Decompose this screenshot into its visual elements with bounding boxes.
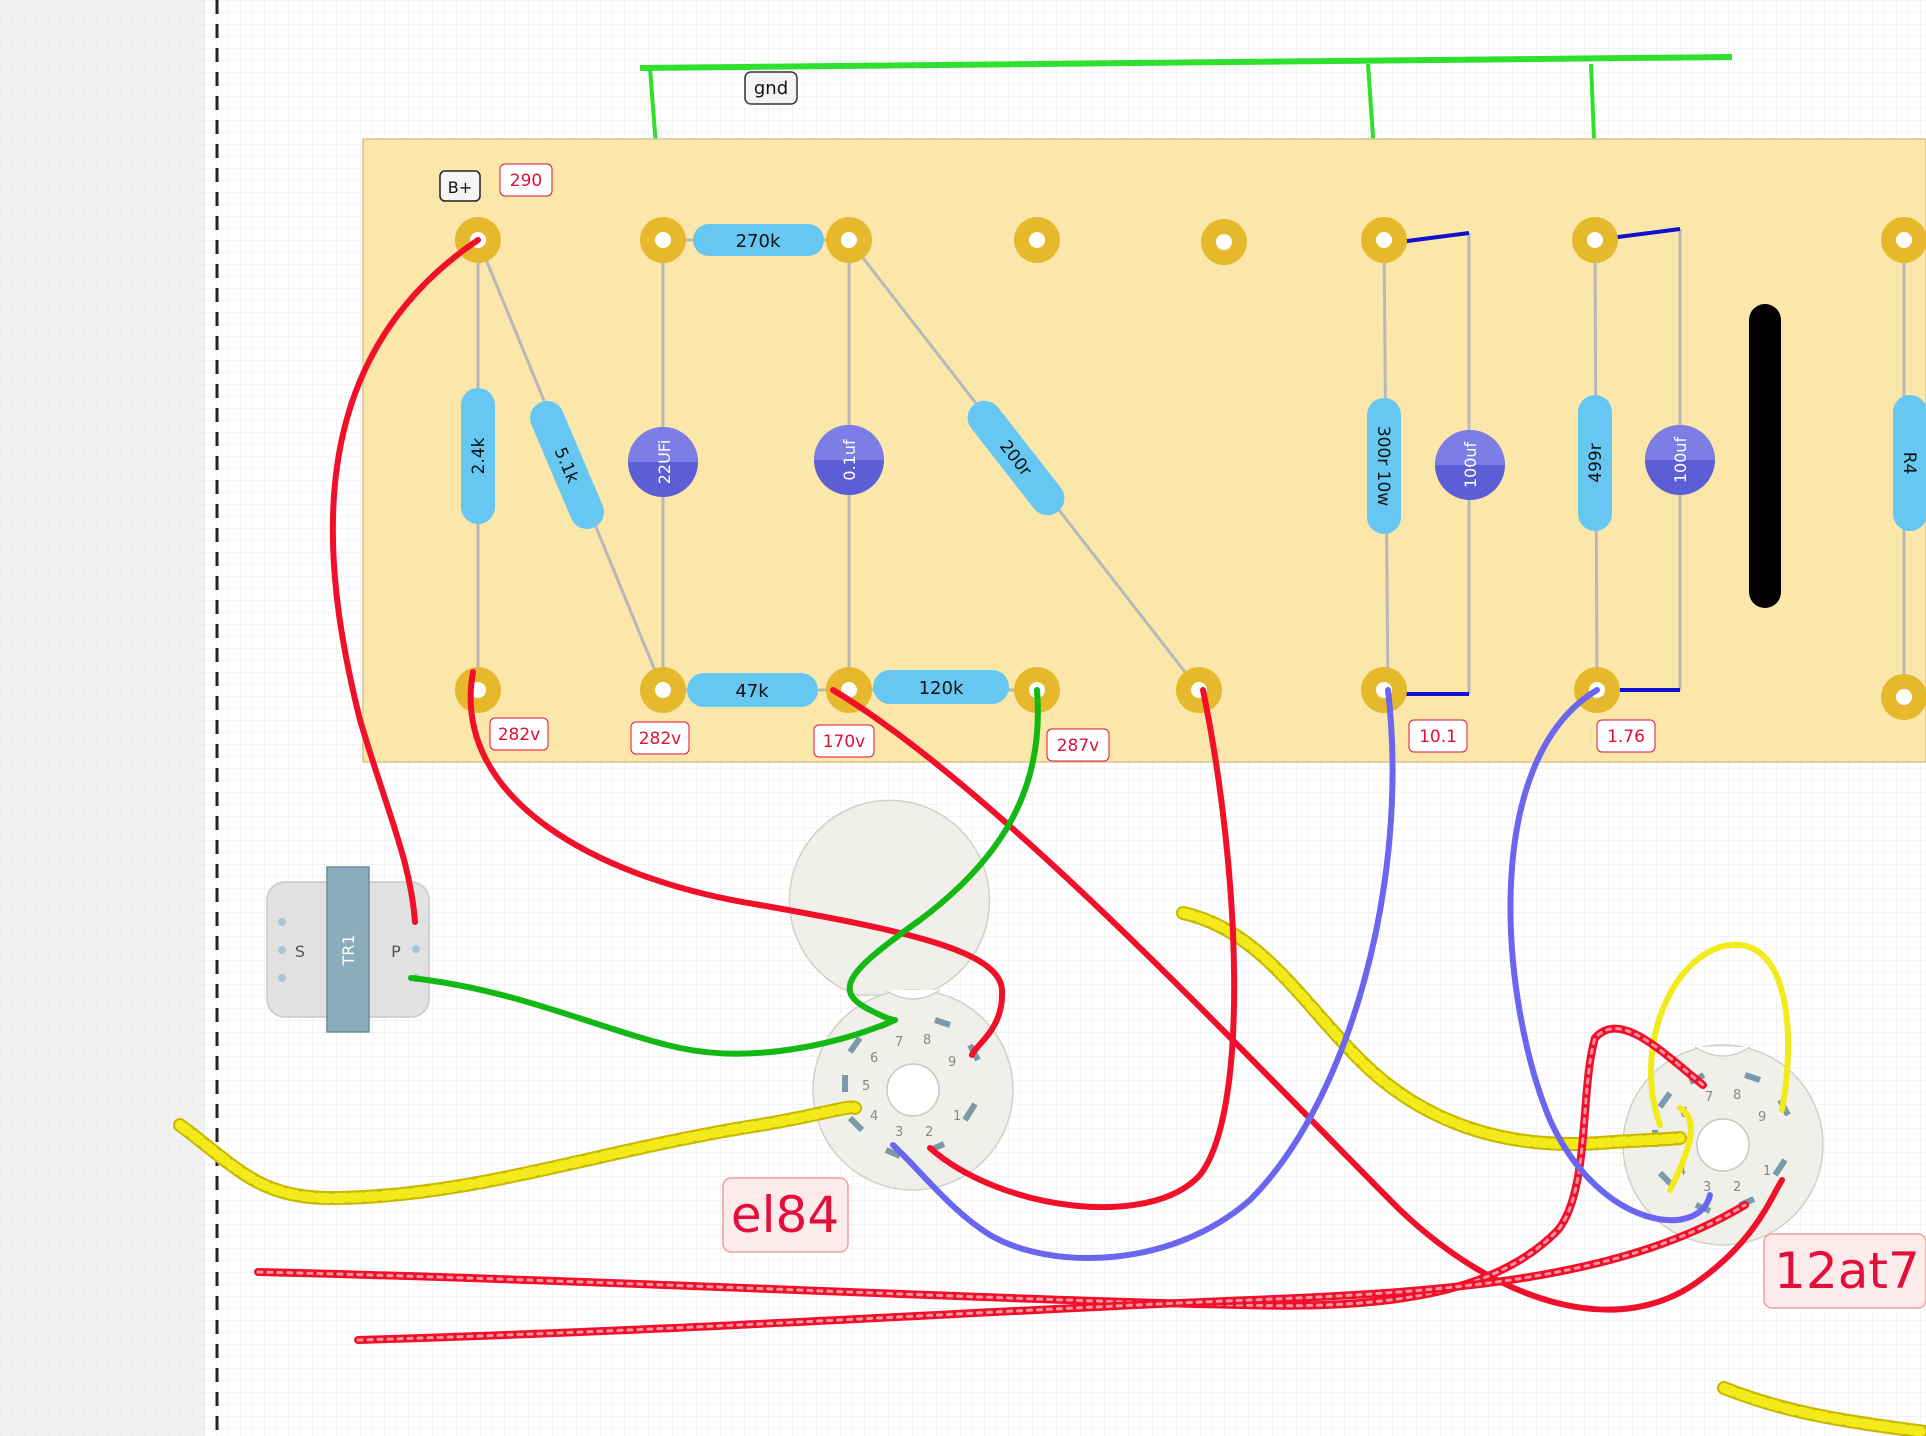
svg-text:282v: 282v [498, 725, 541, 745]
svg-text:1.76: 1.76 [1607, 727, 1645, 747]
svg-text:290: 290 [510, 171, 542, 191]
svg-text:100uf: 100uf [1671, 436, 1690, 483]
wire-282v-to-el84[interactable] [467, 669, 1006, 1058]
heater-pair-left[interactable] [173, 1100, 862, 1206]
voltage-287v: 287v [1046, 728, 1110, 762]
primary-label: P [391, 942, 401, 961]
turret[interactable] [1361, 667, 1407, 713]
svg-text:300r 10w: 300r 10w [1373, 426, 1393, 506]
svg-text:170v: 170v [823, 732, 866, 752]
wire-bplus-to-primary[interactable] [329, 237, 481, 925]
red-signal-wires[interactable] [254, 1024, 1749, 1344]
turret-row-top[interactable] [455, 217, 1926, 265]
el84-label: el84 [722, 1177, 849, 1253]
svg-text:4: 4 [1678, 1164, 1686, 1179]
svg-text:2.4k: 2.4k [469, 437, 489, 474]
svg-text:9: 9 [948, 1055, 956, 1070]
svg-text:6: 6 [870, 1051, 878, 1066]
wire-200r-to-el84[interactable] [927, 687, 1238, 1211]
blue-wires[interactable] [890, 687, 1713, 1261]
svg-text:9: 9 [1758, 1110, 1766, 1125]
voltage-282v-b: 282v [630, 721, 690, 755]
capacitor-100uf-a[interactable]: 100uf [1435, 430, 1505, 500]
voltage-170v: 170v [813, 724, 875, 758]
svg-text:120k: 120k [919, 678, 964, 699]
svg-text:282v: 282v [639, 729, 682, 749]
svg-text:gnd: gnd [754, 78, 788, 99]
turret[interactable] [640, 667, 686, 713]
turret[interactable] [1572, 217, 1618, 263]
green-wires[interactable] [408, 687, 1041, 1057]
svg-text:47k: 47k [735, 681, 769, 702]
voltage-282v-a: 282v [489, 717, 549, 751]
wire-primary-to-el84[interactable] [408, 975, 898, 1057]
12at7-label: 12at7 [1763, 1233, 1926, 1309]
svg-text:22UFi: 22UFi [655, 440, 674, 485]
turret[interactable] [1176, 667, 1222, 713]
heater-pair-middle[interactable] [1176, 906, 1687, 1151]
capacitor-0-1uf[interactable]: 0.1uf [814, 425, 884, 495]
resistor-r4[interactable]: R4 [1893, 395, 1926, 531]
turret[interactable] [1881, 674, 1926, 720]
svg-text:2: 2 [925, 1125, 933, 1140]
voltage-1-76: 1.76 [1596, 719, 1656, 753]
capacitor-22uf[interactable]: 22UFi [628, 427, 698, 497]
resistor-300r-10w[interactable]: 300r 10w [1367, 398, 1401, 534]
svg-text:5: 5 [862, 1079, 870, 1094]
resistor-270k[interactable]: 270k [693, 224, 824, 256]
wire-170v-to-12at7[interactable] [830, 687, 1785, 1313]
secondary-label: S [295, 942, 305, 961]
svg-text:4: 4 [870, 1109, 878, 1124]
voltage-290: 290 [499, 163, 553, 197]
resistor-499r[interactable]: 499r [1578, 395, 1612, 531]
svg-text:100uf: 100uf [1461, 441, 1480, 488]
turret[interactable] [1361, 217, 1407, 263]
heater-jumper[interactable] [1667, 1105, 1694, 1193]
heater-pair-bottom[interactable] [1717, 1381, 1926, 1436]
svg-text:R4: R4 [1899, 452, 1919, 475]
svg-text:8: 8 [923, 1033, 931, 1048]
svg-text:7: 7 [895, 1035, 903, 1050]
svg-text:3: 3 [895, 1125, 903, 1140]
resistor-47k[interactable]: 47k [687, 673, 818, 707]
turret[interactable] [1014, 217, 1060, 263]
resistor-120k[interactable]: 120k [873, 670, 1009, 704]
svg-text:10.1: 10.1 [1419, 727, 1457, 747]
svg-text:el84: el84 [731, 1186, 839, 1244]
output-transformer[interactable]: TR1 S P [266, 866, 430, 1033]
svg-text:270k: 270k [736, 231, 781, 252]
red-wires[interactable] [329, 237, 1785, 1313]
svg-text:287v: 287v [1057, 736, 1100, 756]
turret[interactable] [826, 217, 872, 263]
svg-text:0.1uf: 0.1uf [840, 439, 859, 481]
turret[interactable] [455, 667, 501, 713]
turret[interactable] [640, 217, 686, 263]
svg-text:3: 3 [1703, 1180, 1711, 1195]
transformer-label: TR1 [339, 934, 358, 966]
svg-text:7: 7 [1705, 1090, 1713, 1105]
turret[interactable] [1201, 219, 1247, 265]
capacitor-100uf-b[interactable]: 100uf [1645, 425, 1715, 495]
svg-text:1: 1 [953, 1109, 961, 1124]
wire-287v-to-el84[interactable] [846, 687, 1041, 1023]
svg-text:8: 8 [1733, 1088, 1741, 1103]
turret[interactable] [1881, 217, 1926, 263]
svg-text:1: 1 [1763, 1164, 1771, 1179]
svg-text:B+: B+ [448, 178, 472, 197]
svg-text:499r: 499r [1586, 443, 1606, 482]
wire-1-76v-to-12at7[interactable] [1507, 687, 1713, 1224]
svg-text:12at7: 12at7 [1774, 1242, 1920, 1300]
wire-10v-to-el84[interactable] [890, 687, 1396, 1261]
bplus-label: B+ [439, 170, 481, 202]
voltage-10-1: 10.1 [1408, 719, 1468, 753]
resistor-2-4k[interactable]: 2.4k [461, 388, 495, 524]
resistor-5-1k[interactable]: 5.1k [525, 396, 609, 534]
svg-text:2: 2 [1733, 1180, 1741, 1195]
gnd-label: gnd [744, 71, 798, 105]
